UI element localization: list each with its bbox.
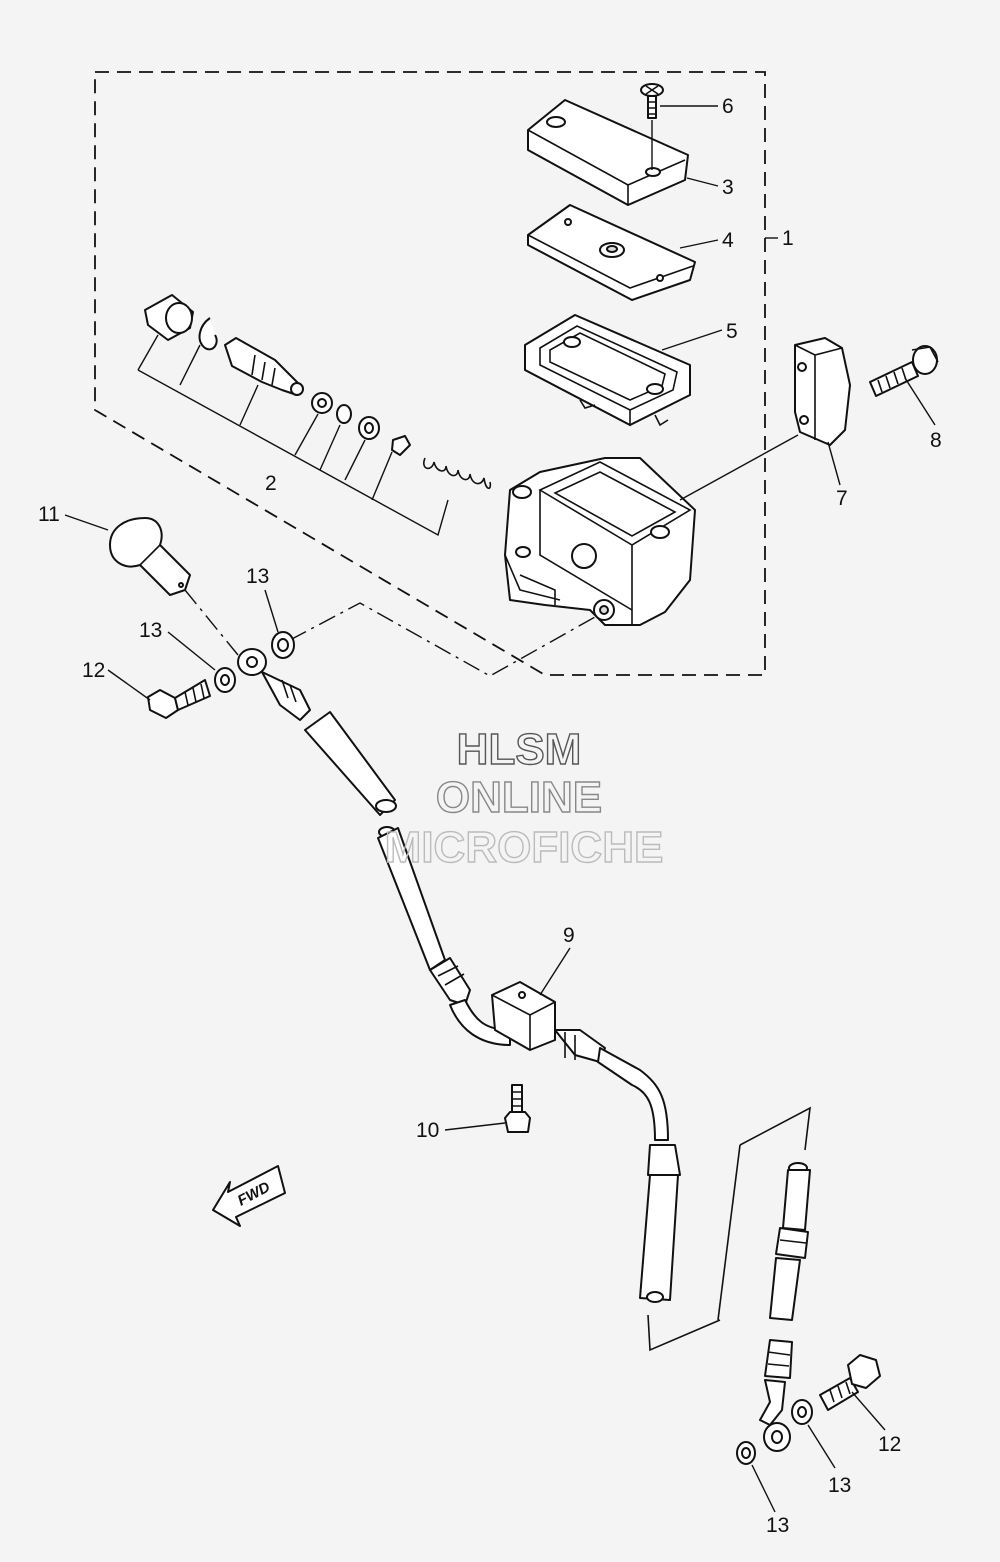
callout-2: 2	[265, 472, 277, 495]
lower-washers	[736, 1399, 813, 1465]
leader-8	[904, 377, 936, 426]
joint-bolt	[504, 1084, 531, 1133]
callout-13-upper-left: 13	[139, 619, 162, 642]
middle-brake-hose	[377, 826, 511, 1046]
reservoir-cap	[527, 99, 689, 206]
leader-7	[827, 441, 841, 486]
leader-10	[444, 1122, 506, 1131]
piston-kit	[137, 294, 492, 537]
banjo-cover	[109, 517, 191, 596]
callout-11: 11	[38, 503, 60, 526]
leader-9	[539, 947, 571, 996]
callout-3: 3	[722, 176, 734, 199]
callout-4: 4	[722, 229, 734, 252]
leader-4	[679, 239, 719, 249]
callout-12-upper: 12	[82, 659, 105, 682]
callout-10: 10	[416, 1119, 439, 1142]
watermark-line-1: HLSM	[457, 725, 582, 774]
diaphragm	[524, 314, 691, 427]
diaphragm-plate	[527, 204, 696, 301]
leader-11	[64, 514, 109, 531]
leader-13a	[264, 589, 279, 633]
handlebar-clamp	[794, 337, 851, 446]
lower-brake-hose-upper-section	[554, 1029, 681, 1303]
callout-1: 1	[782, 227, 794, 250]
lower-banjo	[763, 1422, 791, 1452]
leader-13c	[807, 1424, 836, 1469]
leader-body-clamp	[679, 434, 799, 501]
upper-brake-hose	[237, 648, 397, 816]
leader-5	[661, 329, 723, 351]
callout-7: 7	[836, 487, 848, 510]
lower-brake-hose	[759, 1162, 811, 1426]
leader-12b	[851, 1391, 886, 1431]
clamp-bolt	[869, 345, 939, 397]
callout-13-lower-left: 13	[766, 1514, 789, 1537]
lower-banjo-bolt	[819, 1354, 881, 1411]
assembly-boundary	[94, 71, 766, 676]
cap-screw	[640, 83, 664, 170]
callout-9: 9	[563, 924, 575, 947]
upper-banjo-bolt	[147, 679, 211, 719]
master-cylinder-body	[504, 457, 696, 626]
callout-12-lower: 12	[878, 1433, 901, 1456]
callout-13-lower-right: 13	[828, 1474, 851, 1497]
callout-8: 8	[930, 429, 942, 452]
break-line	[647, 1106, 811, 1352]
leader-13d	[751, 1464, 776, 1513]
watermark-line-3: MICROFICHE	[385, 823, 664, 872]
break-line-vertical	[717, 1144, 741, 1321]
callout-6: 6	[722, 95, 734, 118]
leader-3	[686, 177, 719, 187]
callout-5: 5	[726, 320, 738, 343]
alignment-line	[184, 589, 596, 677]
leader-12a	[107, 669, 151, 701]
watermark-line-2: ONLINE	[436, 773, 602, 822]
forward-arrow: FWD	[212, 1165, 286, 1227]
upper-washers	[214, 631, 295, 693]
hose-joint	[491, 981, 556, 1051]
callout-13-upper-right: 13	[246, 565, 269, 588]
leader-13b	[167, 631, 216, 671]
